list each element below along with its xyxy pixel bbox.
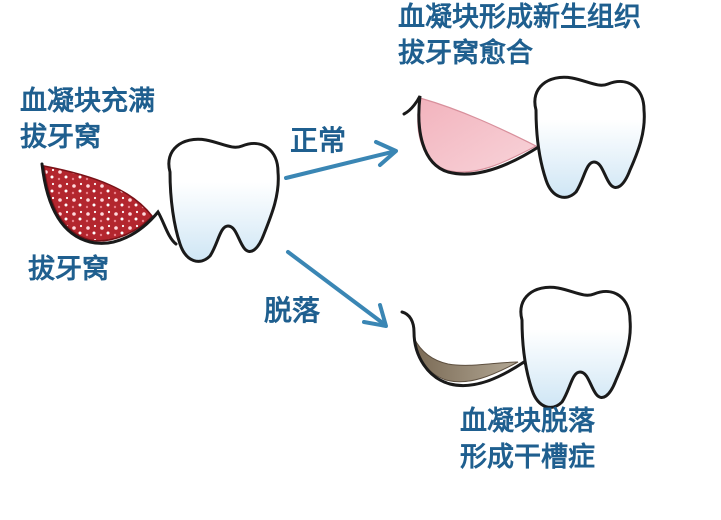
- dry-socket-tooth: [519, 285, 632, 409]
- debris-fill: [413, 337, 519, 383]
- left-socket-group: [40, 162, 178, 246]
- label-line: 血凝块形成新生组织: [398, 2, 641, 33]
- arrow-normal: [284, 140, 398, 180]
- new-tissue-fill: [417, 97, 538, 173]
- label-line: 形成干槽症: [460, 442, 595, 474]
- healed-tooth: [533, 75, 646, 199]
- label-line: 血凝块充满: [20, 86, 155, 117]
- label-line: 拔牙窝愈合: [398, 38, 533, 70]
- label-dislodged: 脱落: [264, 294, 321, 327]
- label-clot-fills-socket: 血凝块充满 拔牙窝: [20, 84, 155, 157]
- blood-clot-fill: [43, 165, 153, 242]
- label-extraction-socket: 拔牙窝: [28, 254, 109, 285]
- label-dry-socket: 血凝块脱落 形成干槽症: [460, 404, 595, 477]
- arrow-dislodged: [286, 250, 388, 328]
- label-new-tissue-healing: 血凝块形成新生组织 拔牙窝愈合: [398, 0, 641, 73]
- label-normal: 正常: [290, 124, 347, 157]
- left-gum-line: [40, 162, 178, 246]
- label-line: 拔牙窝: [20, 122, 101, 154]
- label-line: 血凝块脱落: [460, 406, 595, 437]
- left-tooth: [167, 137, 280, 263]
